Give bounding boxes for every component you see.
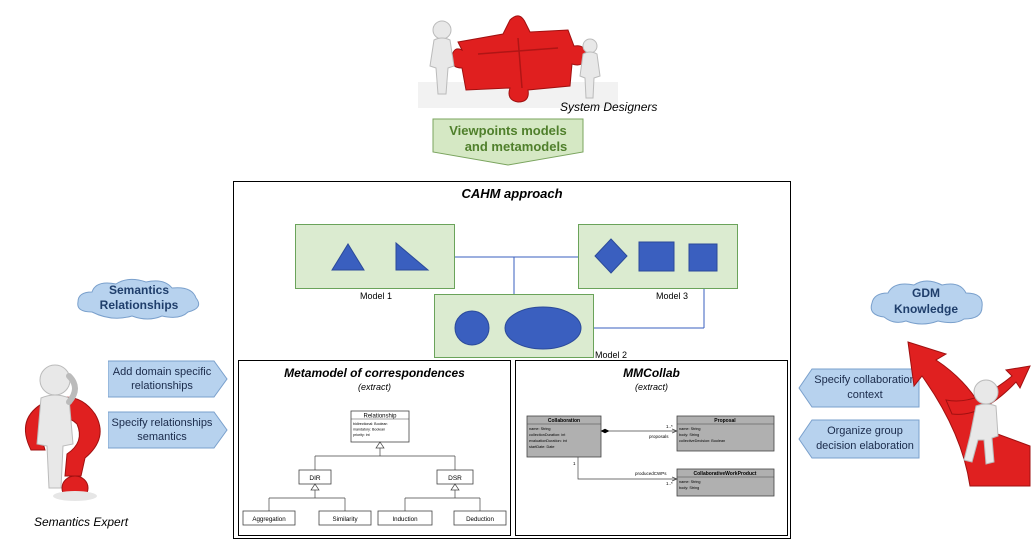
ellipse-shape <box>504 306 582 350</box>
collaboration-class: Collaboration <box>548 418 580 424</box>
relationship-attr: priority: int <box>353 433 370 437</box>
small-square-shape <box>688 243 718 272</box>
organize-decision-callout: Organize group decision elaboration <box>798 419 920 459</box>
collaboration-multiplicity: 1 <box>573 461 576 466</box>
circle-shape <box>454 310 490 346</box>
dir-class: DIR <box>309 475 321 482</box>
metamodel-panel: Metamodel of correspondences (extract) R… <box>238 360 511 536</box>
cwp-class: CollaborativeWorkProduct <box>694 471 757 477</box>
add-relationships-callout: Add domain specific relationships <box>107 360 228 398</box>
mmcollab-panel: MMCollab (extract) Collaboration name: S… <box>515 360 788 536</box>
specify-semantics-line2: semantics <box>137 431 187 443</box>
proposals-role: proposals <box>649 434 669 439</box>
right-triangle-shape <box>395 241 430 271</box>
relationship-attr: bidirectional: Boolean <box>353 422 387 426</box>
mmcollab-title: MMCollab <box>623 366 680 380</box>
cwp-attr: body: String <box>679 486 699 490</box>
model-1-label: Model 1 <box>360 291 393 301</box>
organize-decision-line1: Organize group <box>827 425 903 437</box>
semantics-cloud-line1: Semantics <box>108 283 170 297</box>
viewpoints-banner-line1: Viewpoints models <box>449 123 567 138</box>
specify-semantics-callout: Specify relationships semantics <box>107 411 228 449</box>
specify-semantics-line1: Specify relationships <box>111 417 213 429</box>
diamond-shape <box>594 238 628 274</box>
relationship-class: Relationship <box>363 414 397 420</box>
proposal-class: Proposal <box>714 418 736 424</box>
cwps-role: producedCWPs <box>635 471 667 476</box>
system-designers-caption: System Designers <box>560 100 658 114</box>
specify-collaboration-line2: context <box>847 389 883 401</box>
gdm-cloud-line1: GDM <box>912 286 940 300</box>
model-3-box <box>578 224 738 289</box>
proposal-attr: collectiveDecision: Boolean <box>679 439 725 443</box>
deduction-class: Deduction <box>466 516 494 523</box>
gdm-cloud-line2: Knowledge <box>893 302 958 316</box>
similarity-class: Similarity <box>332 516 358 523</box>
semantics-expert-caption: Semantics Expert <box>34 515 129 529</box>
cwps-multiplicity: 1..* <box>666 481 673 486</box>
model-1-box <box>295 224 455 289</box>
cahm-approach-title: CAHM approach <box>461 186 563 201</box>
semantics-cloud-line2: Relationships <box>99 298 179 312</box>
model-3-label: Model 3 <box>656 291 689 301</box>
proposals-multiplicity: 1..* <box>666 424 673 429</box>
semantics-relationships-cloud: Semantics Relationships <box>72 278 206 320</box>
system-designers-illustration <box>418 2 618 108</box>
add-relationships-line1: Add domain specific <box>112 366 212 378</box>
triangle-shape <box>331 243 365 271</box>
mmcollab-subtitle: (extract) <box>634 382 668 392</box>
collaboration-attr: collectionDuration: int <box>529 433 566 437</box>
metamodel-subtitle: (extract) <box>357 382 391 392</box>
relationship-attr: mandatory: Boolean <box>353 428 385 432</box>
specify-collaboration-callout: Specify collaboration context <box>798 368 920 408</box>
proposal-attr: name: String <box>679 427 701 431</box>
dsr-class: DSR <box>448 475 462 482</box>
induction-class: Induction <box>392 516 418 523</box>
cwp-attr: name: String <box>679 480 701 484</box>
metamodel-uml: Relationship bidirectional: Boolean mand… <box>242 410 507 526</box>
mmcollab-uml: Collaboration name: String collectionDur… <box>526 415 775 497</box>
gdm-actor-illustration <box>906 336 1032 488</box>
metamodel-title: Metamodel of correspondences <box>284 366 465 380</box>
semantics-expert-illustration <box>5 358 153 504</box>
model-2-box <box>434 294 594 358</box>
aggregation-class: Aggregation <box>252 516 286 523</box>
specify-collaboration-line1: Specify collaboration <box>814 374 916 386</box>
gdm-knowledge-cloud: GDM Knowledge <box>866 279 986 325</box>
cahm-approach-panel: CAHM approach Model 1 Model 3 Model 2 Me… <box>233 181 791 539</box>
organize-decision-line2: decision elaboration <box>816 440 914 452</box>
collaboration-attr: name: String <box>529 427 551 431</box>
model-2-label: Model 2 <box>595 350 628 360</box>
add-relationships-line2: relationships <box>131 380 193 392</box>
viewpoints-banner-line2: and metamodels <box>464 139 568 154</box>
collaboration-attr: startDate: Date <box>529 445 555 449</box>
square-shape <box>638 241 675 272</box>
collaboration-attr: evaluationDuration: int <box>529 439 568 443</box>
proposal-attr: body: String <box>679 433 699 437</box>
viewpoints-banner: Viewpoints models and metamodels <box>432 118 584 166</box>
